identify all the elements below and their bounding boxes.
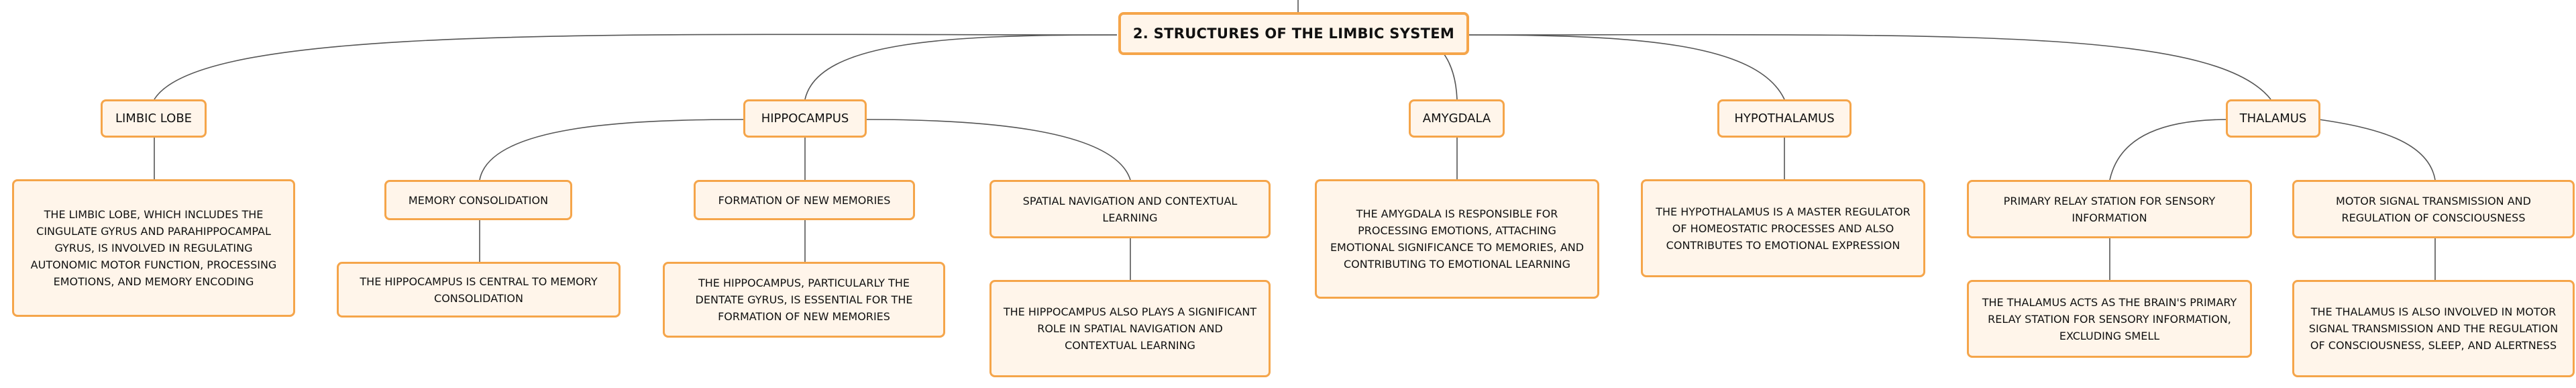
leaf-text: THE AMYGDALA IS RESPONSIBLE FOR PROCESSI…	[1330, 207, 1585, 271]
branch-limbic-lobe[interactable]: LIMBIC LOBE	[101, 99, 207, 138]
hippocampus-spatial-navigation[interactable]: SPATIAL NAVIGATION AND CONTEXTUAL LEARNI…	[989, 180, 1271, 238]
sub-label: MEMORY CONSOLIDATION	[408, 193, 549, 207]
leaf-text: THE HYPOTHALAMUS IS A MASTER REGULATOR O…	[1656, 205, 1911, 252]
root-node[interactable]: 2. STRUCTURES OF THE LIMBIC SYSTEM	[1118, 12, 1469, 55]
branch-label: LIMBIC LOBE	[115, 111, 193, 126]
leaf-text: THE THALAMUS ACTS AS THE BRAIN'S PRIMARY…	[1982, 295, 2237, 342]
branch-thalamus[interactable]: THALAMUS	[2226, 99, 2320, 138]
connector-hippocampus-spatial	[865, 119, 1131, 181]
thalamus-relay-detail[interactable]: THE THALAMUS ACTS AS THE BRAIN'S PRIMARY…	[1967, 280, 2252, 358]
thalamus-motor-signal[interactable]: MOTOR SIGNAL TRANSMISSION AND REGULATION…	[2292, 180, 2575, 238]
memory-consolidation-detail[interactable]: THE HIPPOCAMPUS IS CENTRAL TO MEMORY CON…	[337, 262, 621, 318]
branch-label: HIPPOCAMPUS	[761, 111, 849, 126]
leaf-text: THE HIPPOCAMPUS IS CENTRAL TO MEMORY CON…	[360, 275, 598, 305]
connector-root-hippocampus	[804, 34, 1118, 100]
connector-thalamus-relay	[2109, 119, 2229, 181]
branch-label: AMYGDALA	[1422, 111, 1491, 126]
branch-hypothalamus[interactable]: HYPOTHALAMUS	[1717, 99, 1851, 138]
connector-root-hypothalamus	[1468, 34, 1785, 100]
sub-label: SPATIAL NAVIGATION AND CONTEXTUAL LEARNI…	[1022, 194, 1238, 224]
leaf-text: THE HIPPOCAMPUS ALSO PLAYS A SIGNIFICANT…	[1003, 305, 1257, 352]
amygdala-description[interactable]: THE AMYGDALA IS RESPONSIBLE FOR PROCESSI…	[1315, 179, 1599, 299]
hippocampus-formation-new-memories[interactable]: FORMATION OF NEW MEMORIES	[694, 180, 915, 220]
thalamus-motor-detail[interactable]: THE THALAMUS IS ALSO INVOLVED IN MOTOR S…	[2292, 280, 2575, 377]
limbic-lobe-description[interactable]: THE LIMBIC LOBE, WHICH INCLUDES THE CING…	[12, 179, 295, 317]
root-label: 2. STRUCTURES OF THE LIMBIC SYSTEM	[1132, 25, 1455, 42]
leaf-text: THE THALAMUS IS ALSO INVOLVED IN MOTOR S…	[2308, 305, 2559, 352]
connector-root-limbic-lobe	[154, 34, 1118, 100]
thalamus-primary-relay[interactable]: PRIMARY RELAY STATION FOR SENSORY INFORM…	[1967, 180, 2252, 238]
connector-thalamus-motor	[2318, 119, 2436, 181]
leaf-text: THE LIMBIC LOBE, WHICH INCLUDES THE CING…	[30, 208, 277, 288]
branch-hippocampus[interactable]: HIPPOCAMPUS	[743, 99, 867, 138]
spatial-navigation-detail[interactable]: THE HIPPOCAMPUS ALSO PLAYS A SIGNIFICANT…	[989, 280, 1271, 377]
connector-root-thalamus	[1468, 34, 2271, 100]
branch-label: THALAMUS	[2239, 111, 2307, 126]
formation-new-memories-detail[interactable]: THE HIPPOCAMPUS, PARTICULARLY THE DENTAT…	[663, 262, 945, 338]
leaf-text: THE HIPPOCAMPUS, PARTICULARLY THE DENTAT…	[695, 277, 913, 323]
branch-amygdala[interactable]: AMYGDALA	[1409, 99, 1505, 138]
hippocampus-memory-consolidation[interactable]: MEMORY CONSOLIDATION	[384, 180, 572, 220]
sub-label: PRIMARY RELAY STATION FOR SENSORY INFORM…	[2003, 194, 2216, 224]
branch-label: HYPOTHALAMUS	[1734, 111, 1835, 126]
hypothalamus-description[interactable]: THE HYPOTHALAMUS IS A MASTER REGULATOR O…	[1641, 179, 1925, 277]
connector-hippocampus-memory	[479, 119, 745, 181]
sub-label: FORMATION OF NEW MEMORIES	[718, 193, 891, 207]
sub-label: MOTOR SIGNAL TRANSMISSION AND REGULATION…	[2336, 194, 2531, 224]
